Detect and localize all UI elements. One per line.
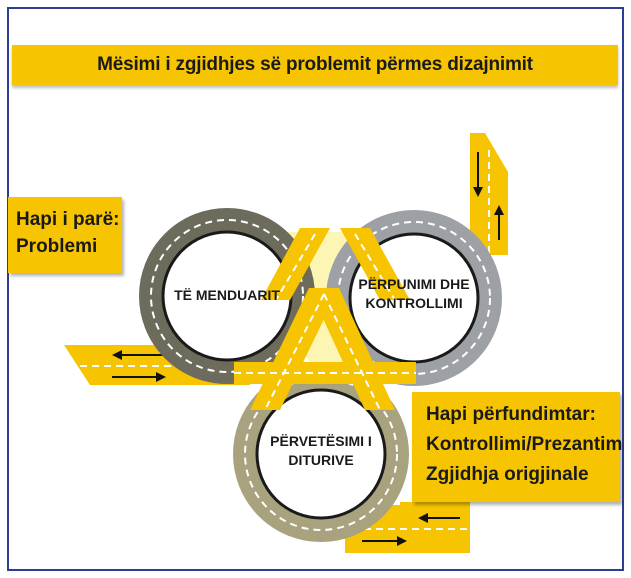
- circle-label-thinking: TË MENDUARIT: [167, 286, 287, 305]
- first-step-box: Hapi i parë: Problemi: [8, 197, 122, 273]
- arrow-down-icon: [473, 152, 483, 197]
- central-road: [234, 228, 416, 411]
- first-step-line1: Hapi i parë:: [16, 209, 120, 230]
- arrow-up-icon: [494, 205, 504, 240]
- final-step-line3: Zgjidhja origjinale: [426, 464, 589, 485]
- circle-label-knowledge: PËRVETËSIMI I DITURIVE: [259, 432, 383, 470]
- diagram-title: Mësimi i zgjidhjes së problemit përmes d…: [97, 54, 533, 75]
- arrow-right-icon: [362, 536, 407, 546]
- knowledge-label-line2: DITURIVE: [288, 452, 354, 468]
- arrow-left-icon: [418, 513, 460, 523]
- processing-label-line1: PËRPUNIMI DHE: [358, 276, 470, 292]
- thinking-label: TË MENDUARIT: [174, 287, 280, 303]
- arrow-right-icon: [112, 372, 166, 382]
- title-band: [12, 45, 618, 85]
- first-step-line2: Problemi: [16, 236, 98, 257]
- circle-label-processing: PËRPUNIMI DHE KONTROLLIMI: [350, 275, 478, 313]
- final-step-line1: Hapi përfundimtar:: [426, 404, 596, 425]
- arrow-left-icon: [112, 350, 165, 360]
- processing-label-line2: KONTROLLIMI: [365, 295, 463, 311]
- ring-left: [139, 208, 315, 384]
- knowledge-label-line1: PËRVETËSIMI I: [270, 433, 372, 449]
- final-step-box: Hapi përfundimtar: Kontrollimi/Prezantim…: [412, 392, 623, 502]
- final-step-line2: Kontrollimi/Prezantim: [426, 434, 623, 455]
